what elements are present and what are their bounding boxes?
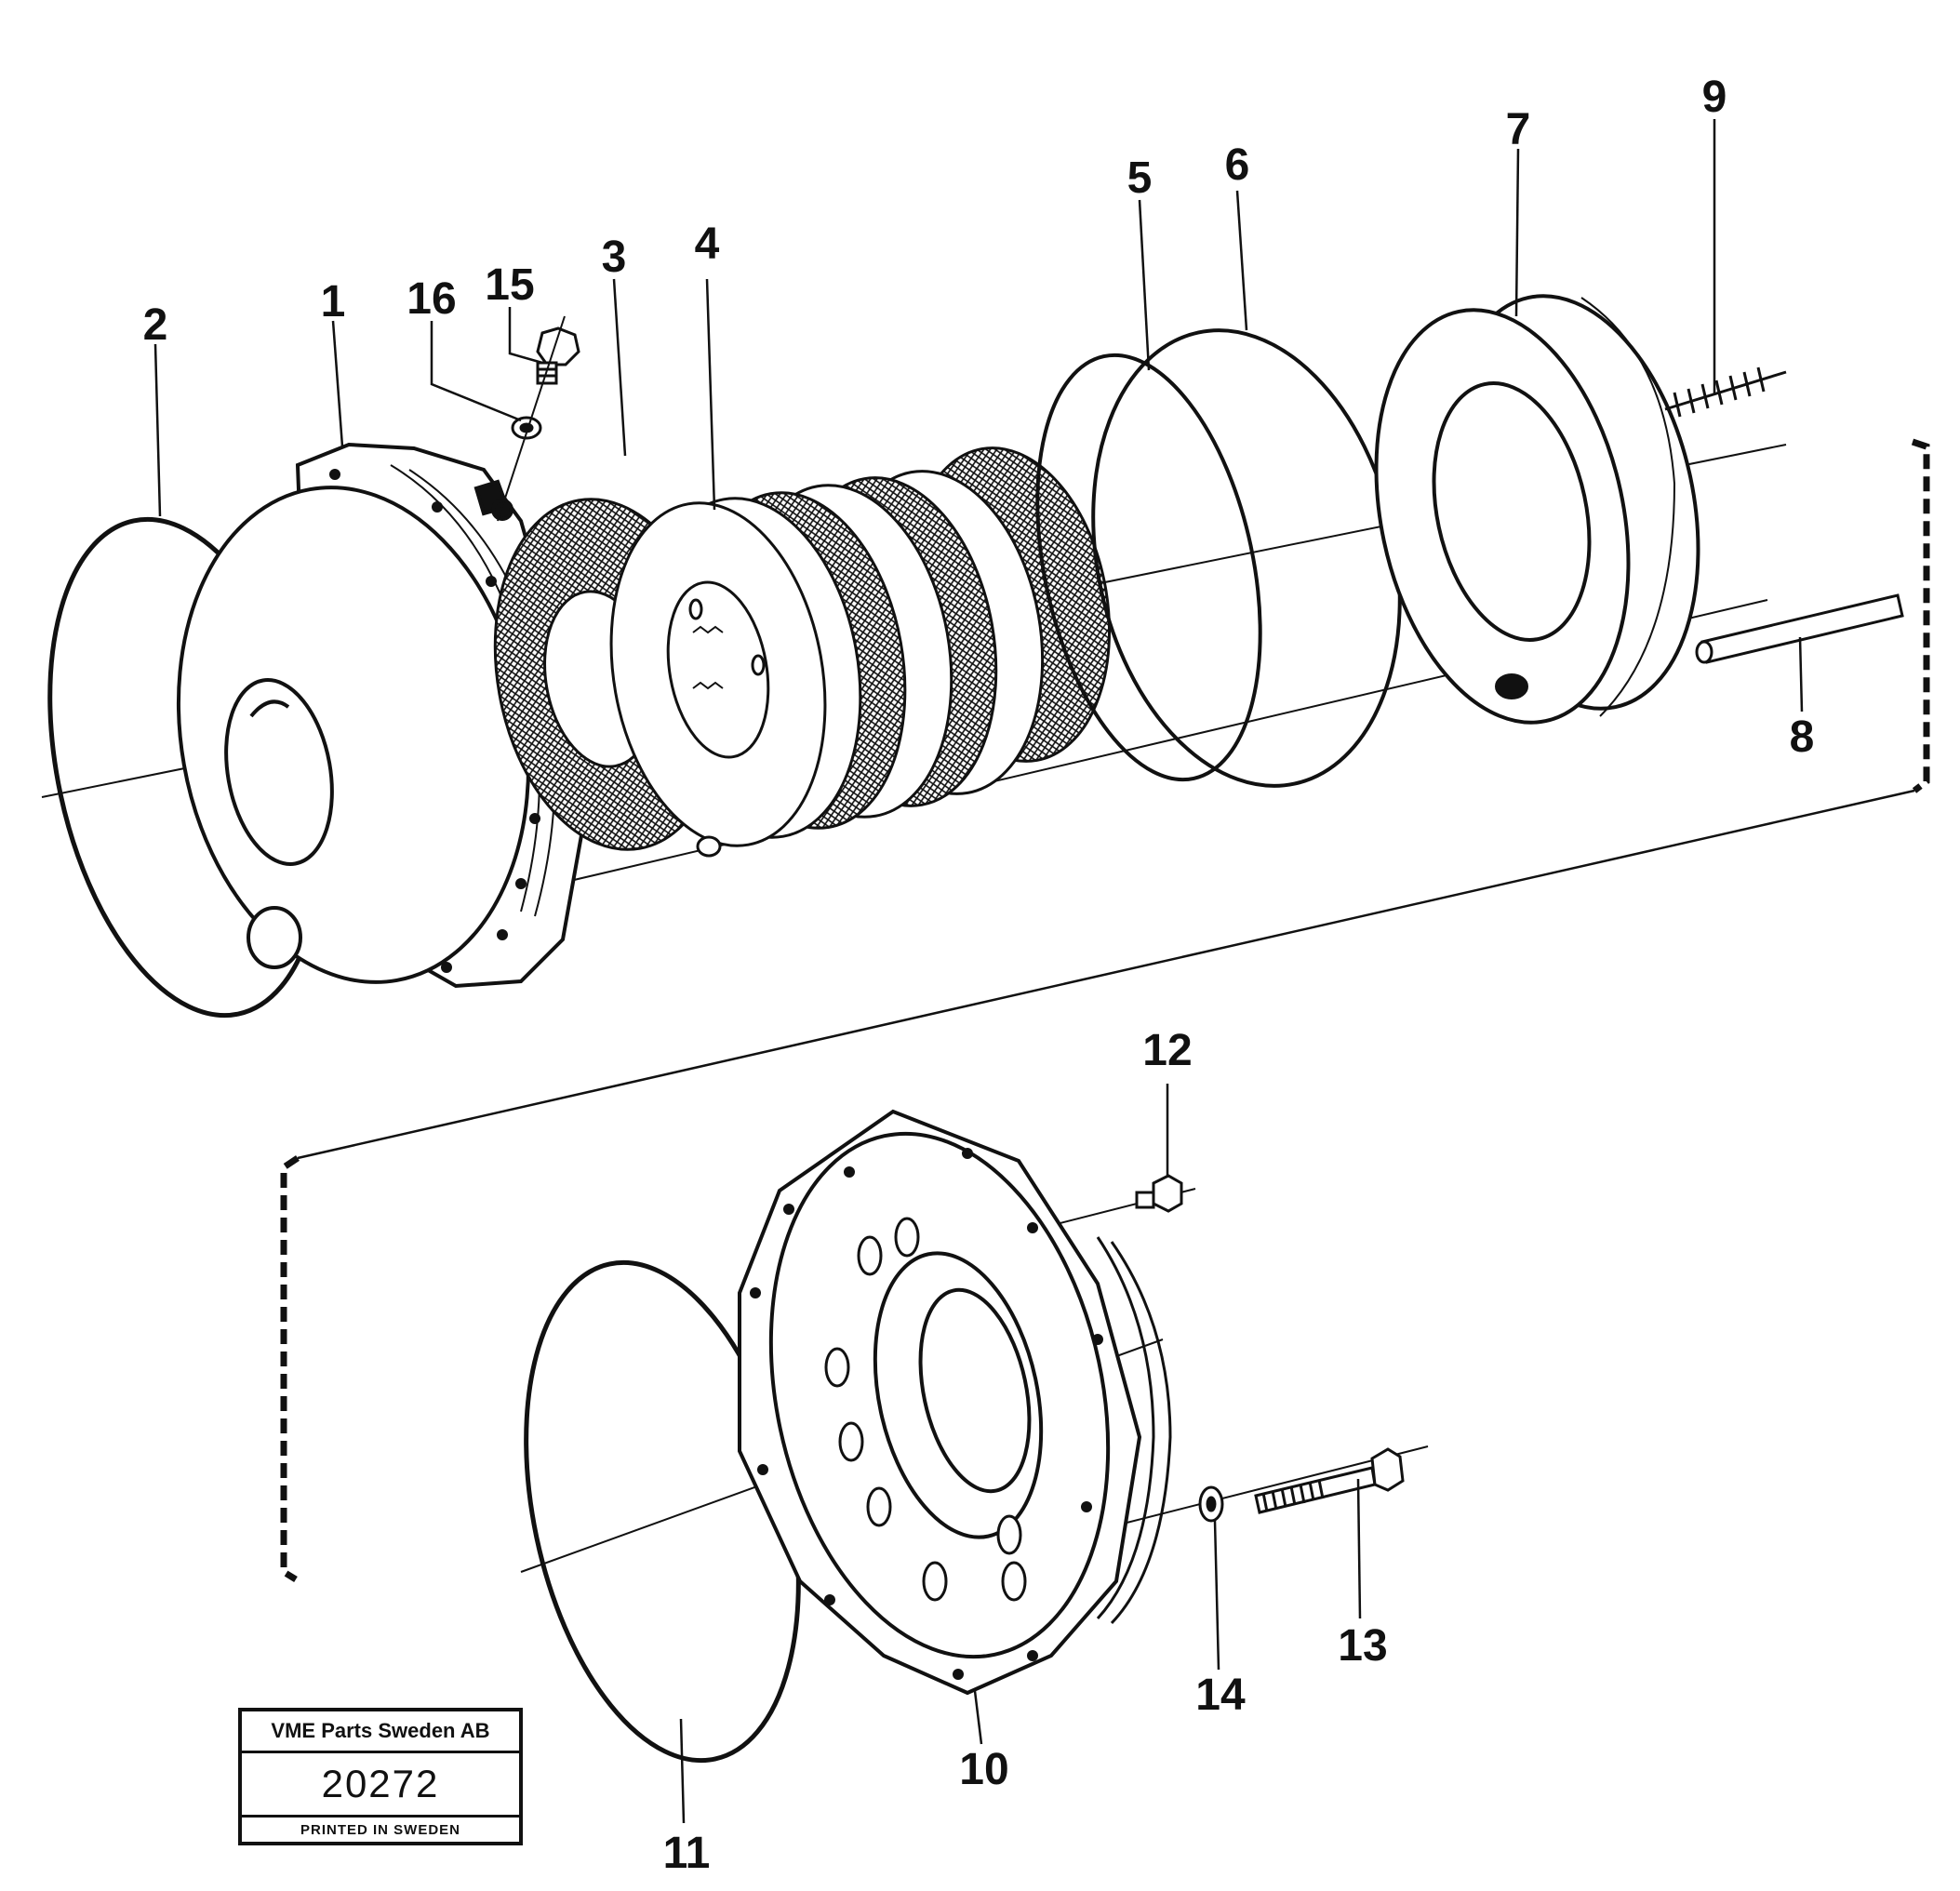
- callout-2: 2: [143, 300, 168, 350]
- callout-4: 4: [695, 220, 720, 269]
- callout-13: 13: [1338, 1621, 1387, 1671]
- clutch-housing-part-1: [176, 442, 589, 989]
- callout-5: 5: [1127, 153, 1153, 203]
- callout-15: 15: [485, 260, 534, 310]
- stamp-company: VME Parts Sweden AB: [242, 1711, 519, 1753]
- nut-part-12: [1135, 1174, 1183, 1213]
- callout-10: 10: [959, 1745, 1008, 1794]
- plug-axis: [497, 315, 566, 522]
- callout-1: 1: [321, 277, 346, 326]
- ring-part-5: [1035, 353, 1262, 782]
- lower-bolt-axis: [1078, 1445, 1429, 1536]
- stamp-drawing-number: 20272: [242, 1753, 519, 1818]
- piston-part-7: [1374, 294, 1700, 725]
- callout-6: 6: [1225, 140, 1250, 190]
- callout-9: 9: [1702, 73, 1727, 122]
- publisher-stamp: VME Parts Sweden AB 20272 PRINTED IN SWE…: [238, 1708, 523, 1845]
- assembly-connection-bracket: [280, 438, 1930, 1582]
- stamp-printed-in: PRINTED IN SWEDEN: [300, 1822, 460, 1838]
- callout-12: 12: [1142, 1026, 1192, 1075]
- spring-part-9: [1664, 366, 1787, 418]
- leader-lines: [153, 119, 1804, 1824]
- pin-part-8: [1695, 593, 1904, 664]
- callout-8: 8: [1790, 712, 1815, 762]
- cover-part-10: [738, 1109, 1172, 1696]
- washer-part-14: [1198, 1485, 1224, 1523]
- disc-pack-part-4: [609, 446, 1112, 858]
- bolt-part-13: [1254, 1447, 1405, 1514]
- callout-3: 3: [602, 233, 627, 282]
- callout-11: 11: [663, 1829, 711, 1878]
- callout-16: 16: [407, 274, 456, 324]
- callout-labels: 2 1 16 15 3 4 5 6 7 9 8 12 14 13 10 11: [143, 73, 1815, 1878]
- callout-14: 14: [1195, 1671, 1246, 1720]
- callout-7: 7: [1506, 105, 1531, 154]
